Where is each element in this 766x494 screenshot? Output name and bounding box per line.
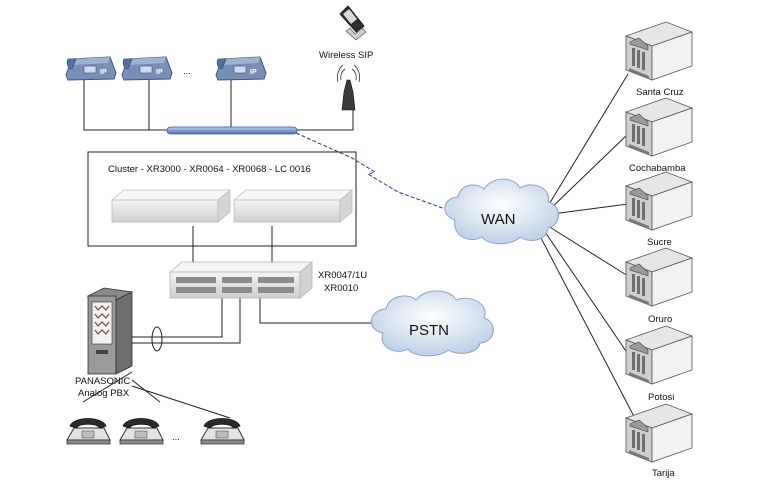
site-label: Oruro [648, 314, 672, 325]
switch-icon [168, 261, 314, 299]
pbx-label-1: PANASONIC [75, 376, 130, 387]
building-icon [625, 21, 693, 81]
building-icon [625, 325, 693, 385]
analog-phone-icon [200, 418, 245, 445]
connection-lines [82, 73, 641, 429]
analog-phone-icon [119, 418, 164, 445]
router-icon [233, 189, 353, 223]
site-label: Potosi [648, 392, 674, 403]
ip-phone-icon [65, 56, 117, 81]
cluster-label: Cluster - XR3000 - XR0064 - XR0068 - LC … [108, 164, 311, 175]
switch-label-1: XR0047/1U [318, 270, 367, 281]
wan-cloud-icon [444, 178, 559, 245]
building-icon [625, 171, 693, 231]
building-icon [625, 403, 693, 463]
site-label: Santa Cruz [636, 87, 684, 98]
site-label: Tarija [652, 468, 675, 479]
switch-label-2: XR0010 [324, 283, 358, 294]
pstn-cloud-icon [370, 290, 494, 357]
pbx-label-2: Analog PBX [78, 388, 130, 399]
analog-phone-icon [66, 418, 111, 445]
ip-phone-icon [121, 56, 173, 81]
site-label: Cochabamba [629, 163, 686, 174]
network-bus [166, 126, 298, 135]
router-icon [111, 189, 231, 223]
wireless-sip-label: Wireless SIP [319, 50, 373, 61]
site-label: Sucre [647, 237, 672, 248]
ip-phones-ellipsis: ... [183, 66, 191, 77]
wan-label: WAN [481, 211, 515, 228]
ip-phone-icon [215, 56, 267, 81]
analog-phones-ellipsis: ... [172, 432, 180, 443]
pstn-label: PSTN [409, 322, 449, 339]
building-icon [625, 97, 693, 157]
pbx-server-icon [86, 287, 134, 375]
antenna-icon [336, 64, 361, 111]
building-icon [625, 247, 693, 307]
wireless-sip-phone-icon [339, 5, 367, 41]
